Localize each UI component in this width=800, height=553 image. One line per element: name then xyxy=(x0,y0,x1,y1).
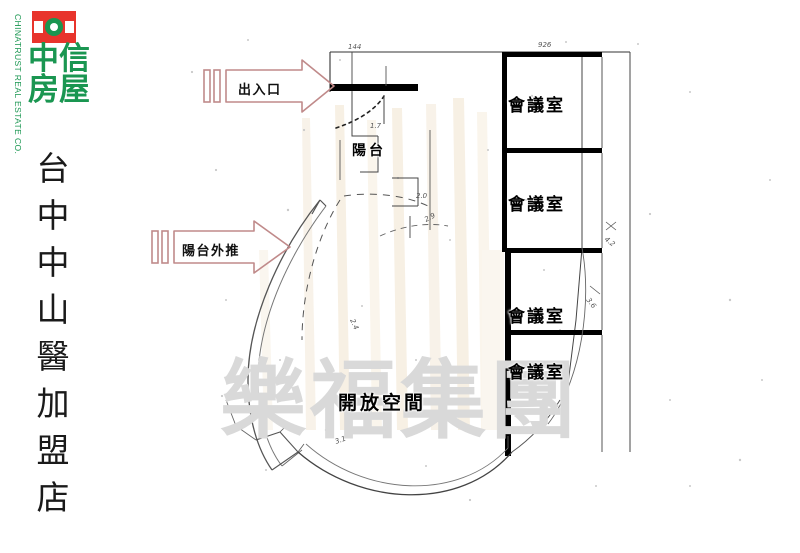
floorplan-vector: 144 926 4.2 3.6 2.9 2.4 3.1 1.7 2.0 xyxy=(190,39,771,502)
wall-conf-top xyxy=(502,52,602,57)
room-label-conference-room-1: 會議室 xyxy=(508,96,565,116)
branch-name-char-4: 山 xyxy=(36,290,70,329)
room-label-conference-room-3: 會議室 xyxy=(508,307,565,327)
callout-balcony-extension-arrow-icon xyxy=(151,220,291,274)
callout-entrance-arrow-icon xyxy=(203,59,335,113)
partition-mid-a xyxy=(392,177,419,206)
callout-balcony-extension: 陽台外推 xyxy=(150,218,298,276)
dim-top-left-text: 144 xyxy=(348,43,361,51)
branch-name-char-5: 醫 xyxy=(36,337,70,376)
callout-entrance: 出入口 xyxy=(202,58,342,114)
wall-curved-left-outer xyxy=(247,199,321,471)
logo-notch-left xyxy=(34,21,43,33)
detail-bottom-left-diag xyxy=(225,399,257,441)
company-chinese-name: 中信房屋 xyxy=(28,41,90,108)
dim-right-2: 3.6 xyxy=(584,296,597,310)
callout-entrance-label: 出入口 xyxy=(238,83,282,98)
partition-balcony-a xyxy=(351,92,378,137)
floorplan-drawing: 144 926 4.2 3.6 2.9 2.4 3.1 1.7 2.0 樂福集團… xyxy=(130,0,800,553)
dim-right-1: 4.2 xyxy=(603,235,617,248)
chinatrust-logo-mark-icon xyxy=(32,11,76,43)
partition-balcony-b xyxy=(360,136,379,173)
logo-notch-right xyxy=(65,21,74,33)
branch-name-char-3: 中 xyxy=(36,243,70,282)
company-english-name: CHINATRUST REAL ESTATE CO. xyxy=(13,14,23,155)
arc-dashed-secondary xyxy=(379,224,449,237)
room-label-open-space: 開放空間 xyxy=(338,392,427,414)
entrance-door-swing xyxy=(335,95,385,129)
entrance-wall-thick xyxy=(330,84,418,91)
wall-conf-divider-3 xyxy=(505,330,602,335)
room-label-conference-room-4: 會議室 xyxy=(508,363,565,383)
brand-column: CHINATRUST REAL ESTATE CO. 中信房屋 台 中 中 山 … xyxy=(0,0,130,553)
wall-conf-34-left xyxy=(505,250,511,456)
wall-conf-1-left xyxy=(502,52,507,152)
wall-bottom-right-tail xyxy=(511,399,561,453)
wall-bottom-arc-inner xyxy=(305,443,509,487)
dim-mid-1: 2.0 xyxy=(416,192,428,200)
room-label-balcony: 陽台 xyxy=(352,143,386,159)
dim-balcony-1: 1.7 xyxy=(370,122,382,130)
wall-curve-start-notch xyxy=(311,199,327,215)
company-logo: CHINATRUST REAL ESTATE CO. 中信房屋 xyxy=(6,6,126,155)
room-label-conference-room-2: 會議室 xyxy=(508,195,565,215)
wall-conf-divider-1 xyxy=(502,148,602,153)
dim-bottom-1: 3.1 xyxy=(334,435,347,446)
wall-bottom-arc xyxy=(297,451,513,496)
branch-name: 台 中 中 山 醫 加 盟 店 xyxy=(18,145,88,521)
callout-balcony-extension-label: 陽台外推 xyxy=(182,244,241,259)
wall-conf-2-left xyxy=(502,152,507,252)
dim-top-right-text: 926 xyxy=(538,41,552,49)
branch-name-char-7: 盟 xyxy=(36,431,70,470)
branch-name-char-1: 台 xyxy=(36,149,70,188)
dim-arc-2: 2.4 xyxy=(348,318,360,331)
arc-dashed-inner-upper xyxy=(301,199,341,341)
arc-dashed-inner-top xyxy=(343,193,429,207)
interior-shading-stripes xyxy=(259,98,504,430)
wall-right-sweep xyxy=(547,247,587,425)
wall-conf-divider-2 xyxy=(505,248,602,253)
logo-emblem-circle xyxy=(45,18,63,36)
branch-name-char-6: 加 xyxy=(36,384,70,423)
branch-name-char-2: 中 xyxy=(36,196,70,235)
wall-tick-marks xyxy=(279,221,617,453)
branch-name-char-8: 店 xyxy=(36,478,70,517)
wall-bottom-left-step xyxy=(255,431,299,471)
wall-curved-left-inner xyxy=(257,205,327,467)
